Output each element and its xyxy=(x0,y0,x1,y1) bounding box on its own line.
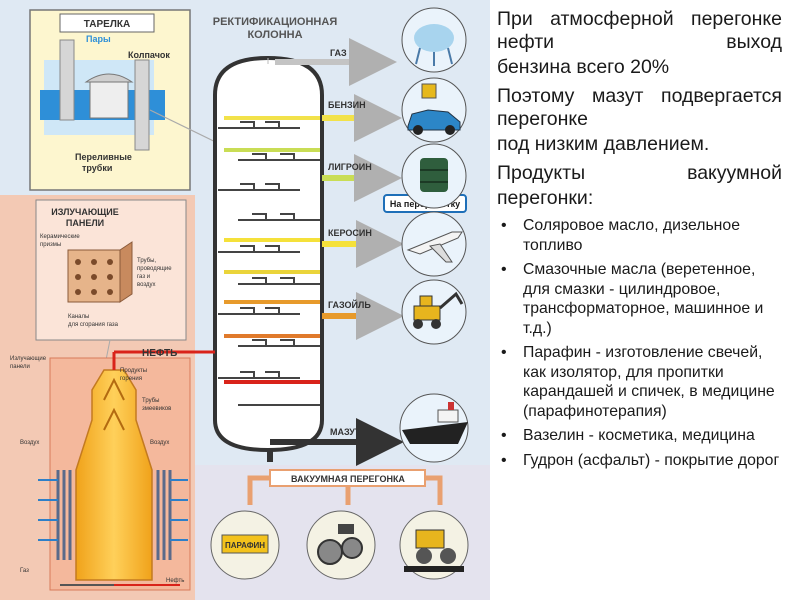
column-title-1: РЕКТИФИКАЦИОННАЯ xyxy=(213,16,338,28)
air-label-left: Воздух xyxy=(20,440,39,446)
list-item: Смазочные масла (веретенное, для смазки … xyxy=(497,260,782,338)
plate-cap-label: Колпачок xyxy=(128,50,170,60)
channels-label-1: Каналы xyxy=(68,314,89,320)
distillation-diagram: ТАРЕЛКА Пары Колпачок Переливные трубки … xyxy=(0,0,490,600)
parafin-box xyxy=(221,534,269,554)
list-item: Вазелин - косметика, медицина xyxy=(497,426,782,446)
label-neft: НЕФТЬ xyxy=(142,348,177,359)
output-streams: ГАЗ БЕНЗИН ЛИГРОИН КЕРОСИН ГАЗОЙЛЬ МАЗУТ xyxy=(267,38,404,466)
combustion-label-1: Продукты xyxy=(120,368,147,374)
excavator-icon xyxy=(413,291,464,329)
neft-bottom-label: Нефть xyxy=(166,578,184,584)
label-kerosin: КЕРОСИН xyxy=(328,228,372,238)
plate-title: ТАРЕЛКА xyxy=(84,19,130,30)
vacuum-section: ВАКУУМНАЯ ПЕРЕГОНКА ПАРАФИН xyxy=(210,469,469,580)
road-roller-icon xyxy=(404,529,464,572)
rectification-column xyxy=(213,55,324,453)
plate-vapors-label: Пары xyxy=(86,34,111,44)
radiant-label-2: панели xyxy=(10,364,30,370)
coil-label-2: змеевиков xyxy=(142,406,171,412)
air-label-right: Воздух xyxy=(150,440,169,446)
ship-icon xyxy=(402,402,468,444)
furnace xyxy=(38,350,215,591)
gas-bottom-label: Газ xyxy=(20,568,29,574)
pipes-label-3: газ и xyxy=(137,274,150,280)
paragraph-1-line-a: При атмосферной перегонке нефти выход xyxy=(497,8,782,53)
radiant-panels-inset: ИЗЛУЧАЮЩИЕ ПАНЕЛИ Керамические призмы Тр… xyxy=(35,199,187,391)
label-parafin: ПАРАФИН xyxy=(225,541,265,550)
ceramic-label-1: Керамические xyxy=(40,234,80,240)
ceramic-label-2: призмы xyxy=(40,242,61,248)
plate-tubes-label-1: Переливные xyxy=(75,152,132,162)
pipes-label-4: воздух xyxy=(137,282,156,288)
list-item: Парафин - изготовление свечей, как изоля… xyxy=(497,343,782,421)
paragraph-atmospheric: При атмосферной перегонке нефти выход бе… xyxy=(497,8,782,79)
paragraph-3-line-a: Продукты вакуумной xyxy=(497,162,782,184)
gears-icon xyxy=(317,524,363,565)
label-ligroin: ЛИГРОИН xyxy=(328,162,372,172)
plate-tubes-label-2: трубки xyxy=(82,163,112,173)
text-panel: При атмосферной перегонке нефти выход бе… xyxy=(497,8,782,475)
coil-label-1: Трубы xyxy=(142,398,159,404)
panels-title-2: ПАНЕЛИ xyxy=(66,218,104,228)
radiant-label-1: Излучающие xyxy=(10,356,47,362)
paragraph-2-line-b: под низким давлением. xyxy=(497,133,710,155)
paragraph-mazut: Поэтому мазут подвергается перегонке под… xyxy=(497,85,782,156)
label-gas: ГАЗ xyxy=(330,48,347,58)
column-title-2: КОЛОННА xyxy=(247,29,302,41)
paragraph-1-line-b: бензина всего 20% xyxy=(497,56,670,78)
list-item: Гудрон (асфальт) - покрытие дорог xyxy=(497,451,782,471)
label-gazoil: ГАЗОЙЛЬ xyxy=(328,299,371,310)
combustion-label-2: горения xyxy=(120,376,142,382)
label-benzin: БЕНЗИН xyxy=(328,100,366,110)
pipes-label-2: проводящие xyxy=(137,266,172,272)
pipes-label-1: Трубы, xyxy=(137,258,156,264)
plate-inset: ТАРЕЛКА Пары Колпачок Переливные трубки xyxy=(29,9,233,191)
distillation-svg: ТАРЕЛКА Пары Колпачок Переливные трубки … xyxy=(0,0,490,600)
products-list: Соляровое масло, дизельное топливо Смазо… xyxy=(497,216,782,470)
gas-tank-icon xyxy=(414,24,454,66)
paragraph-2-line-a: Поэтому мазут подвергается перегонке xyxy=(497,85,782,130)
paragraph-products: Продукты вакуумной перегонки: xyxy=(497,162,782,210)
list-item: Соляровое масло, дизельное топливо xyxy=(497,216,782,255)
car-icon xyxy=(407,83,461,135)
airplane-icon xyxy=(406,231,463,263)
paragraph-3-line-b: перегонки: xyxy=(497,187,594,209)
label-vacuum: ВАКУУМНАЯ ПЕРЕГОНКА xyxy=(291,474,405,484)
label-mazut: МАЗУТ xyxy=(330,427,361,437)
product-icons xyxy=(399,7,469,463)
ceramic-prism-block xyxy=(67,241,133,303)
channels-label-2: для сгорания газа xyxy=(68,322,119,328)
barrel-icon xyxy=(420,158,448,192)
panels-title-1: ИЗЛУЧАЮЩИЕ xyxy=(51,207,119,217)
